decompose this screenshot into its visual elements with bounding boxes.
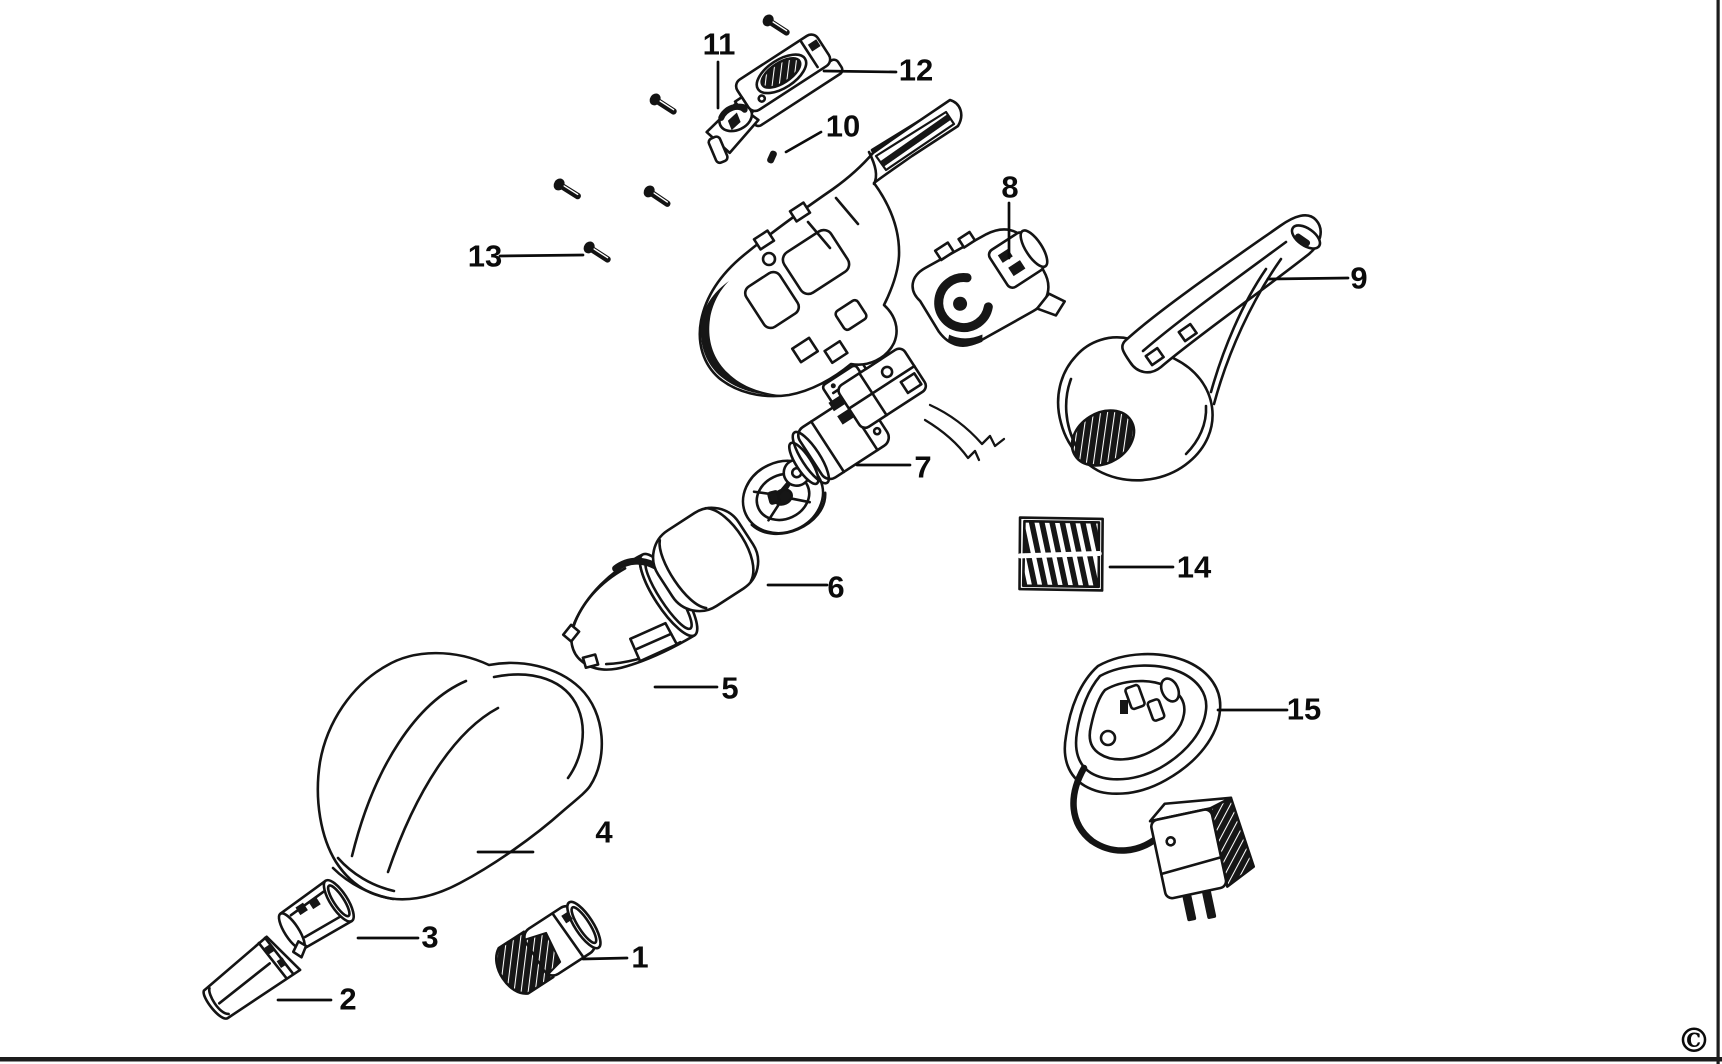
part-label-2: 2 <box>339 982 356 1017</box>
part-label-6: 6 <box>827 570 844 605</box>
part-3-adapter-collar <box>277 878 355 959</box>
part-label-12: 12 <box>899 53 933 88</box>
part-15-charger <box>1063 652 1256 922</box>
part-label-3: 3 <box>421 920 438 955</box>
part-leader-1 <box>581 956 629 961</box>
part-label-9: 9 <box>1350 261 1367 296</box>
part-1-brush-tool <box>495 900 602 995</box>
part-14-pleated-filter <box>1017 516 1104 592</box>
part-leader-10 <box>784 130 823 154</box>
part-11-latch <box>705 102 760 165</box>
part-label-8: 8 <box>1001 170 1018 205</box>
part-label-14: 14 <box>1177 550 1212 585</box>
main-housing <box>698 98 963 398</box>
part-leader-13 <box>498 253 585 258</box>
right-border-rule <box>1716 0 1720 1064</box>
part-10-set-screw <box>767 150 777 164</box>
part-label-15: 15 <box>1287 692 1321 727</box>
part-label-10: 10 <box>826 109 860 144</box>
bottom-border-rule <box>0 1057 1722 1062</box>
part-8-motor-bracket <box>911 228 1066 347</box>
part-label-13: 13 <box>468 239 502 274</box>
part-label-7: 7 <box>914 450 931 485</box>
part-label-5: 5 <box>721 671 738 706</box>
part-label-4: 4 <box>595 815 613 850</box>
part-leader-12 <box>822 69 898 74</box>
part-6-foam-filter <box>651 506 760 613</box>
part-label-1: 1 <box>631 940 648 975</box>
part-9-handle-cover <box>1056 214 1322 482</box>
part-13-screws <box>553 14 790 263</box>
part-2-crevice-tool <box>202 935 302 1020</box>
part-label-11: 11 <box>703 27 736 62</box>
part-4-dust-bowl <box>316 651 604 901</box>
copyright-symbol: © <box>1677 1021 1711 1061</box>
part-leader-9 <box>1266 276 1350 281</box>
